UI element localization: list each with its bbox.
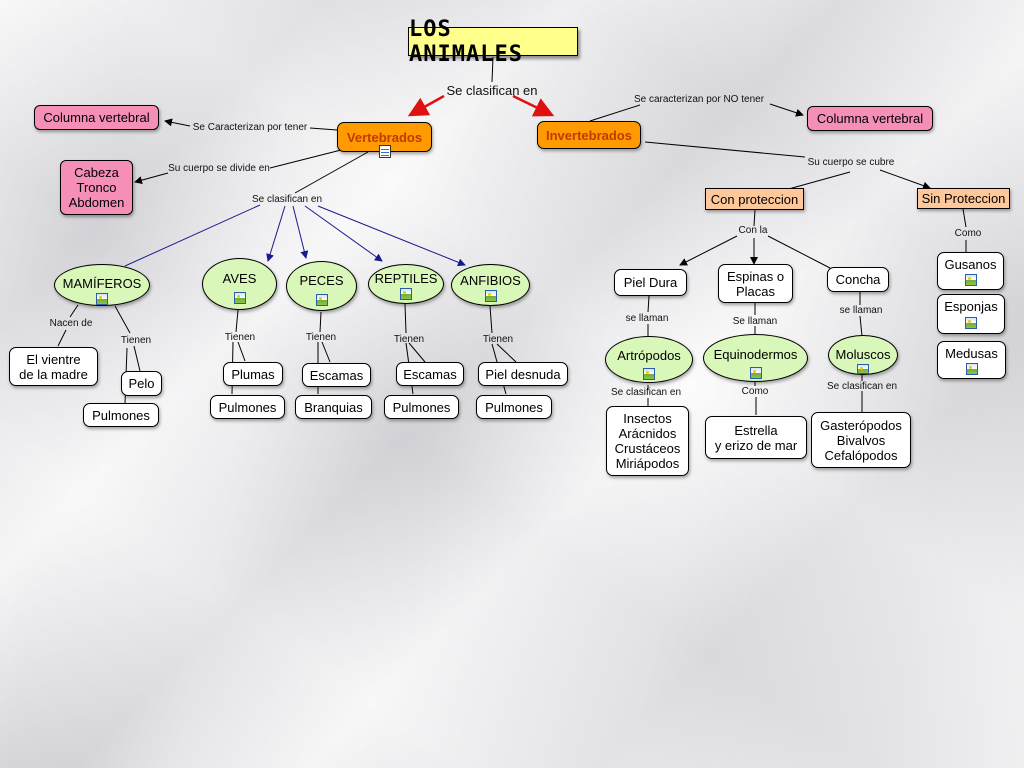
equinodermos-node[interactable]: Equinodermos [703,334,808,382]
link-label-como-equinodermos: Como [741,386,769,397]
link-label-tienen-reptiles: Tienen [393,334,425,345]
link-label-cuerpo-divide: Su cuerpo se divide en [168,163,270,174]
espinas-placas-node[interactable]: Espinas o Placas [718,264,793,303]
peces-label: PECES [299,273,344,288]
gusanos-label: Gusanos [944,257,997,272]
image-icon[interactable] [857,364,869,374]
medusas-node[interactable]: Medusas [937,341,1006,379]
artropodos-node[interactable]: Artrópodos [605,336,693,383]
medusas-label: Medusas [945,346,998,361]
link-label-como-sin: Como [954,228,982,239]
con-proteccion-node[interactable]: Con proteccion [705,188,804,210]
mamiferos-label: MAMÍFEROS [62,276,142,291]
link-label-se-clasifican-artropodos: Se clasifican en [610,387,682,398]
gusanos-node[interactable]: Gusanos [937,252,1004,290]
columna-vertebral-left-node[interactable]: Columna vertebral [34,105,159,130]
aves-node[interactable]: AVES [202,258,277,310]
anfibios-label: ANFIBIOS [460,273,521,288]
reptiles-node[interactable]: REPTILES [368,264,444,304]
sin-proteccion-node[interactable]: Sin Proteccion [917,188,1010,209]
escamas-reptiles-node[interactable]: Escamas [396,362,464,386]
link-label-tienen-peces: Tienen [305,332,337,343]
link-label-nacen-de: Nacen de [49,318,93,329]
esponjas-label: Esponjas [944,299,998,314]
pulmones-aves-node[interactable]: Pulmones [210,395,285,419]
peces-node[interactable]: PECES [286,261,357,311]
moluscos-label: Moluscos [835,347,891,362]
reptiles-label: REPTILES [374,271,438,286]
artropodos-label: Artrópodos [617,348,681,363]
link-label-se-llaman-moluscos: se llaman [839,305,883,316]
vientre-node[interactable]: El vientre de la madre [9,347,98,386]
document-icon[interactable] [379,145,391,158]
map-title: LOS ANIMALES [408,17,578,67]
estrella-node[interactable]: Estrella y erizo de mar [705,416,807,459]
link-label-con-la: Con la [738,225,768,236]
image-icon[interactable] [964,274,977,286]
mamiferos-node[interactable]: MAMÍFEROS [54,264,150,306]
image-icon[interactable] [965,363,978,375]
link-label-cuerpo-cubre: Su cuerpo se cubre [807,157,895,168]
pulmones-anfibios-node[interactable]: Pulmones [476,395,552,419]
piel-desnuda-node[interactable]: Piel desnuda [478,362,568,386]
link-label-tienen-aves: Tienen [224,332,256,343]
link-label-se-clasifican-vert: Se clasifican en [251,194,323,205]
link-label-se-llaman-artropodos: se llaman [625,313,669,324]
pelo-node[interactable]: Pelo [121,371,162,396]
image-icon[interactable] [96,293,108,305]
pulmones-reptiles-node[interactable]: Pulmones [384,395,459,419]
image-icon[interactable] [400,288,412,300]
branquias-node[interactable]: Branquias [295,395,372,419]
anfibios-node[interactable]: ANFIBIOS [451,264,530,306]
invertebrados-node[interactable]: Invertebrados [537,121,641,149]
concha-node[interactable]: Concha [827,267,889,292]
link-label-se-llaman-equinodermos: Se llaman [732,316,778,327]
cabeza-tronco-abdomen-node[interactable]: Cabeza Tronco Abdomen [60,160,133,215]
image-icon[interactable] [965,317,977,329]
vertebrados-node[interactable]: Vertebrados [337,122,432,158]
link-label-se-clasifican-moluscos: Se clasifican en [826,381,898,392]
insectos-node[interactable]: Insectos Arácnidos Crustáceos Miriápodos [606,406,689,476]
invertebrados-label: Invertebrados [546,127,632,143]
image-icon[interactable] [315,294,328,306]
escamas-peces-node[interactable]: Escamas [302,363,371,387]
image-icon[interactable] [484,290,497,302]
aves-label: AVES [222,271,257,286]
link-label-caracterizan-no: Se caracterizan por NO tener [633,94,765,105]
image-icon[interactable] [643,368,655,380]
gasteropodos-node[interactable]: Gasterópodos Bivalvos Cefalópodos [811,412,911,468]
link-label-caracterizan-tener: Se Caracterizan por tener [192,122,308,133]
plumas-node[interactable]: Plumas [223,362,283,386]
equinodermos-label: Equinodermos [713,347,798,362]
pulmones-mamiferos-node[interactable]: Pulmones [83,403,159,427]
image-icon[interactable] [749,367,762,379]
image-icon[interactable] [233,292,246,304]
link-label-tienen-mamiferos: Tienen [120,335,152,346]
esponjas-node[interactable]: Esponjas [937,294,1005,334]
columna-vertebral-right-node[interactable]: Columna vertebral [807,106,933,131]
link-label-tienen-anfibios: Tienen [482,334,514,345]
vertebrados-label: Vertebrados [346,129,423,145]
piel-dura-node[interactable]: Piel Dura [614,269,687,296]
link-label-se-clasifican-top: Se clasifican en [446,83,538,98]
moluscos-node[interactable]: Moluscos [828,335,898,375]
